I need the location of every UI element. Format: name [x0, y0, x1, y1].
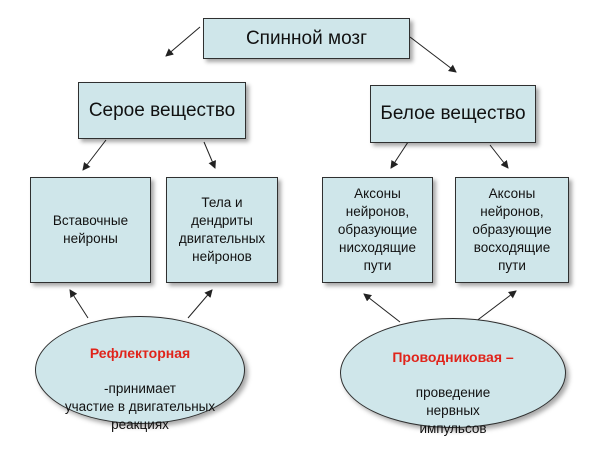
- conductive-function-title: Проводниковая –: [392, 348, 514, 365]
- conductive-function-text: Проводниковая – проведение нервных импул…: [345, 330, 561, 455]
- arrow-reflex-to-interneurons: [69, 289, 89, 319]
- descending-tracts-box: Аксоны нейронов, образующие нисходящие п…: [322, 177, 433, 283]
- arrow-white-to-ascending: [489, 144, 509, 169]
- descending-tracts-label: Аксоны нейронов, образующие нисходящие п…: [337, 186, 418, 273]
- arrow-gray-to-interneurons: [82, 139, 107, 171]
- gray-matter-box: Серое вещество: [78, 82, 246, 139]
- arrow-conductive-to-descending: [363, 293, 401, 323]
- white-matter-box: Белое вещество: [370, 85, 536, 143]
- reflex-function-title: Рефлекторная: [89, 344, 191, 361]
- reflex-function-text: Рефлекторная -принимает участие в двигат…: [40, 326, 240, 451]
- white-matter-label: Белое вещество: [380, 103, 526, 124]
- spinal-cord-label: Спинной мозг: [245, 27, 368, 49]
- gray-matter-label: Серое вещество: [88, 99, 236, 121]
- arrow-conductive-to-ascending: [474, 290, 517, 323]
- arrow-root-to-gray: [165, 26, 201, 57]
- conductive-function-description: проведение нервных импульсов: [415, 385, 491, 436]
- connector-arrows: [69, 26, 517, 323]
- motor-neurons-box: Тела и дендриты двигательных нейронов: [166, 177, 278, 283]
- arrow-reflex-to-motor: [187, 289, 213, 319]
- ascending-tracts-label: Аксоны нейронов, образующие восходящие п…: [472, 186, 552, 273]
- arrow-gray-to-motor: [203, 141, 216, 169]
- motor-neurons-label: Тела и дендриты двигательных нейронов: [178, 195, 266, 264]
- interneurons-box: Вставочные нейроны: [30, 177, 151, 283]
- reflex-function-description: -принимает участие в двигательных реакци…: [64, 381, 216, 432]
- ascending-tracts-box: Аксоны нейронов, образующие восходящие п…: [455, 177, 569, 283]
- spinal-cord-box: Спинной мозг: [203, 18, 410, 59]
- arrow-root-to-white: [409, 36, 457, 73]
- interneurons-label: Вставочные нейроны: [52, 213, 129, 246]
